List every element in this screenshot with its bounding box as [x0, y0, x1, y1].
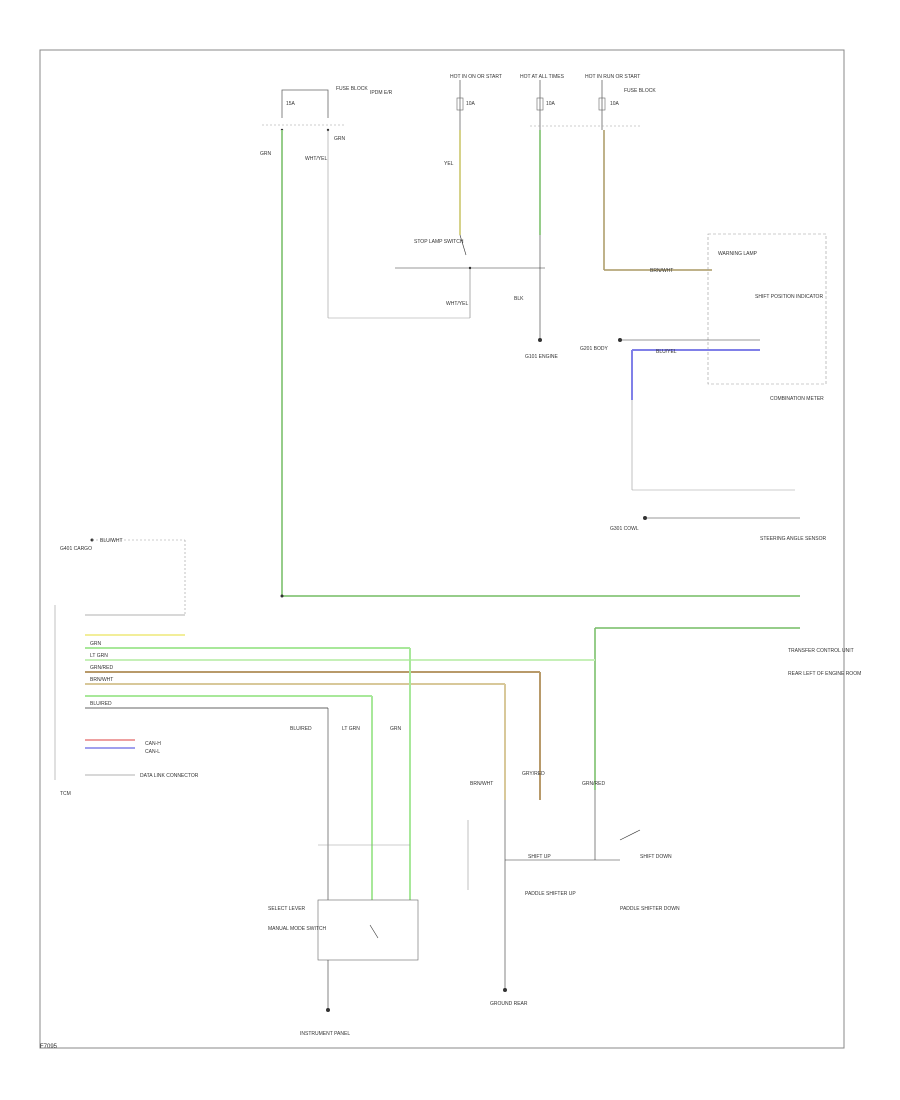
- wire-label: BLU/WHT: [100, 538, 123, 544]
- wire-tan: [603, 130, 712, 271]
- fuse-20: HOT IN RUN OR START 10A FUSE BLOCK: [530, 74, 656, 130]
- ipdm-label: IPDM E/R: [370, 90, 393, 96]
- wire-label: BRN/WHT: [90, 677, 113, 683]
- paddle-shifter: SELECT LEVER MANUAL MODE SWITCH INSTRUME…: [268, 899, 419, 1037]
- wire-blue: G201 BODY BLU/YEL: [580, 338, 795, 491]
- switch-label: SHIFT DOWN: [640, 854, 672, 860]
- stop-lamp-switch: STOP LAMP SWITCH WHT/YEL: [327, 130, 545, 319]
- tcm-label: TCM: [60, 791, 71, 797]
- wire-label: YEL: [444, 161, 454, 167]
- fuse-block-left: 15A FUSE BLOCK GRN WHT/YEL GRN: [260, 86, 368, 162]
- ground-label: G101 ENGINE: [525, 354, 558, 360]
- paddle-switch-wires: BLU/RED LT GRN GRN BRN/WHT GRY/RED GRN/R…: [290, 648, 605, 900]
- fuse-19: HOT AT ALL TIMES 10A: [520, 74, 565, 130]
- meter-label: SHIFT POSITION INDICATOR: [755, 294, 823, 300]
- ground-label: G301 COWL: [610, 526, 639, 532]
- wire-label: WHT/YEL: [446, 301, 468, 307]
- wire-label: GRN: [90, 641, 102, 647]
- fuse-label: 15A: [286, 101, 296, 107]
- dlc-label: DATA LINK CONNECTOR: [140, 773, 199, 779]
- horizontal-wire-bus: GRN LT GRN GRN/RED BRN/WHT BLU/RED CAN-H…: [60, 614, 595, 797]
- power-label: HOT IN RUN OR START: [585, 74, 640, 80]
- combination-meter: WARNING LAMP SHIFT POSITION INDICATOR CO…: [650, 233, 827, 402]
- diagram-border: [39, 49, 845, 1049]
- fuse-label: 10A: [610, 101, 620, 107]
- wire-label: LT GRN: [90, 653, 108, 659]
- ground-label: INSTRUMENT PANEL: [300, 1031, 350, 1037]
- steering-sensor: G301 COWL STEERING ANGLE SENSOR: [610, 516, 827, 542]
- wire-label: BLU/RED: [90, 701, 112, 707]
- power-label: HOT IN ON OR START: [450, 74, 502, 80]
- wire-label: GRN: [260, 151, 272, 157]
- meter-label: COMBINATION METER: [770, 396, 824, 402]
- fuse-18: HOT IN ON OR START IPDM E/R 10A YEL: [370, 74, 502, 167]
- tcm-connector: TRANSFER CONTROL UNIT REAR LEFT OF ENGIN…: [594, 627, 861, 790]
- wire-label: GRN: [390, 726, 402, 732]
- wire-label: GRY/RED: [522, 771, 545, 777]
- wire-label: WHT/YEL: [305, 156, 327, 162]
- wire-label: GRN: [334, 136, 346, 142]
- shift-switches: SHIFT UP SHIFT DOWN PADDLE SHIFTER UP PA…: [467, 790, 680, 1007]
- power-label: HOT AT ALL TIMES: [520, 74, 565, 80]
- lever-label: SELECT LEVER: [268, 906, 306, 912]
- paddle-label: PADDLE SHIFTER DOWN: [620, 906, 680, 912]
- wire-label: GRN/RED: [582, 781, 605, 787]
- wire-green-fuse19: [538, 130, 542, 342]
- wire-label: LT GRN: [342, 726, 360, 732]
- ground-engine: G101 ENGINE BLK: [514, 296, 558, 360]
- ground-label: G401 CARGO: [60, 546, 92, 552]
- wire-label: BRN/WHT: [470, 781, 493, 787]
- ground-label: G201 BODY: [580, 346, 608, 352]
- wire-label: BLU/RED: [290, 726, 312, 732]
- can-label: CAN-L: [145, 749, 160, 755]
- sensor-label: STEERING ANGLE SENSOR: [760, 536, 827, 542]
- page-code: F7095: [40, 1044, 58, 1050]
- fuse-label: 10A: [466, 101, 476, 107]
- paddle-label: PADDLE SHIFTER UP: [525, 891, 576, 897]
- fuse-block-label: FUSE BLOCK: [624, 88, 656, 94]
- wire-label: GRN/RED: [90, 665, 113, 671]
- switch-label: SHIFT UP: [528, 854, 551, 860]
- switch-label: MANUAL MODE SWITCH: [268, 926, 327, 932]
- meter-label: WARNING LAMP: [718, 251, 758, 257]
- switch-label: STOP LAMP SWITCH: [414, 239, 464, 245]
- wire-green-main: [280, 130, 800, 598]
- can-label: CAN-H: [145, 741, 161, 747]
- left-connector-block: G401 CARGO BLU/WHT: [54, 538, 186, 780]
- wire-label: BLK: [514, 296, 524, 302]
- ground-label: GROUND REAR: [490, 1001, 528, 1007]
- fuse-label: 10A: [546, 101, 556, 107]
- location-label: REAR LEFT OF ENGINE ROOM: [788, 671, 861, 677]
- wire-label: BRN/WHT: [650, 268, 673, 274]
- fuse-block-label: FUSE BLOCK: [336, 86, 368, 92]
- wire-label: BLU/YEL: [656, 349, 677, 355]
- unit-label: TRANSFER CONTROL UNIT: [788, 648, 854, 654]
